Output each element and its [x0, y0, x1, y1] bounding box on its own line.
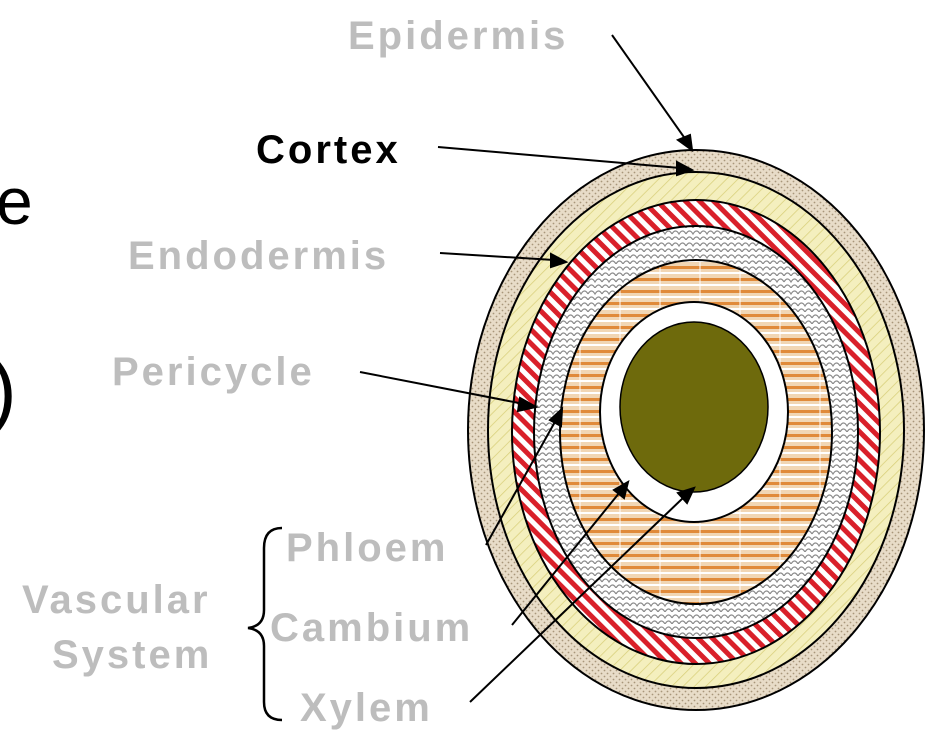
xylem-core [620, 322, 768, 492]
epidermis-arrow [612, 35, 686, 140]
label-xylem: Xylem [300, 688, 433, 728]
partial-text-bottom: ) [0, 350, 17, 430]
label-vascular: Vascular [22, 580, 211, 620]
label-cambium: Cambium [270, 608, 473, 648]
label-pericycle: Pericycle [112, 352, 315, 392]
partial-text-top: e [0, 168, 33, 234]
label-phloem: Phloem [286, 528, 448, 568]
label-system: System [52, 635, 212, 675]
label-epidermis: Epidermis [348, 16, 568, 56]
label-cortex: Cortex [256, 130, 401, 170]
label-endodermis: Endodermis [128, 236, 389, 276]
epidermis-arrowhead [678, 135, 692, 150]
